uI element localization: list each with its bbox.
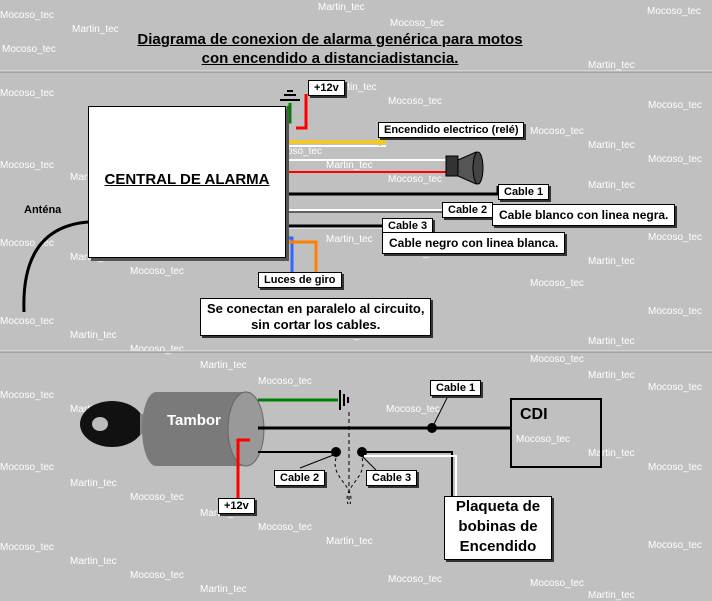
watermark: Martin_tec (588, 336, 635, 347)
note-line-2: sin cortar los cables. (251, 317, 381, 332)
watermark: Mocoso_tec (0, 160, 54, 171)
watermark: Mocoso_tec (648, 540, 702, 551)
watermark: Mocoso_tec (2, 44, 56, 55)
cable-2-description: Cable blanco con linea negra. (492, 204, 676, 226)
watermark: Martin_tec (588, 140, 635, 151)
watermark: Martin_tec (588, 60, 635, 71)
watermark: Martin_tec (200, 584, 247, 595)
cdi-label: CDI (520, 406, 548, 423)
watermark: Martin_tec (588, 256, 635, 267)
red-12v-wire (296, 94, 308, 130)
watermark: Martin_tec (72, 24, 119, 35)
watermark: Mocoso_tec (0, 238, 54, 249)
red-tambor-wire (236, 438, 250, 498)
watermark: Mocoso_tec (0, 462, 54, 473)
luces-de-giro-label: Luces de giro (258, 272, 342, 288)
watermark: Mocoso_tec (648, 232, 702, 243)
cdi-box: CDI (510, 398, 602, 468)
cable-2-top-label: Cable 2 (442, 202, 494, 218)
watermark: Mocoso_tec (0, 542, 54, 553)
title-line-2: con encendido a distanciadistancia. (201, 50, 459, 67)
dashed-link-2 (346, 457, 364, 505)
central-label: CENTRAL DE ALARMA (104, 171, 270, 188)
watermark: Mocoso_tec (130, 344, 184, 355)
watermark: Mocoso_tec (130, 266, 184, 277)
plaqueta-line-1: Plaqueta de (455, 498, 541, 515)
plus12-bottom-label: +12v (218, 498, 255, 514)
blue-turn-wire (284, 236, 294, 272)
watermark: Mocoso_tec (388, 574, 442, 585)
watermark: Mocoso_tec (0, 88, 54, 99)
watermark: Mocoso_tec (386, 404, 440, 415)
watermark: Martin_tec (588, 590, 635, 601)
watermark: Martin_tec (70, 556, 117, 567)
cable-3-bottom-label: Cable 3 (366, 470, 418, 486)
watermark: Martin_tec (588, 370, 635, 381)
cable-1-bottom-label: Cable 1 (430, 380, 482, 396)
plaqueta-line-3: Encendido (459, 538, 537, 555)
watermark: Mocoso_tec (130, 570, 184, 581)
watermark: Mocoso_tec (388, 174, 442, 185)
watermark: Mocoso_tec (648, 154, 702, 165)
watermark: Mocoso_tec (530, 578, 584, 589)
cable-3-description: Cable negro con linea blanca. (382, 232, 566, 254)
cable-1-wire (284, 186, 500, 196)
watermark: Mocoso_tec (516, 434, 570, 445)
tambor-label: Tambor (167, 412, 221, 429)
dashed-link-1 (334, 457, 352, 505)
antenna-label: Anténa (24, 204, 62, 216)
watermark: Martin_tec (588, 448, 635, 459)
central-alarma-box: CENTRAL DE ALARMA (88, 106, 286, 258)
watermark: Mocoso_tec (648, 462, 702, 473)
encendido-label: Encendido electrico (relé) (378, 122, 525, 138)
cable-2-bottom-label: Cable 2 (274, 470, 326, 486)
watermark: Mocoso_tec (388, 96, 442, 107)
watermark: Mocoso_tec (530, 354, 584, 365)
watermark: Mocoso_tec (530, 126, 584, 137)
watermark: Martin_tec (326, 536, 373, 547)
ground-icon-bottom (339, 390, 349, 410)
watermark: Martin_tec (70, 330, 117, 341)
watermark: Mocoso_tec (530, 278, 584, 289)
plus12-top-label: +12v (308, 80, 345, 96)
plaqueta-box: Plaqueta de bobinas de Encendido (444, 496, 552, 560)
page-title: Diagrama de conexion de alarma genérica … (100, 30, 560, 68)
watermark: Martin_tec (70, 478, 117, 489)
green-ground-wire (286, 103, 292, 124)
plaqueta-line-2: bobinas de (458, 518, 538, 535)
watermark: Mocoso_tec (648, 306, 702, 317)
siren-icon (445, 151, 484, 185)
watermark: Martin_tec (588, 180, 635, 191)
plaqueta-wire (362, 451, 453, 496)
watermark: Martin_tec (200, 360, 247, 371)
watermark: Mocoso_tec (0, 316, 54, 327)
watermark: Mocoso_tec (648, 100, 702, 111)
watermark: Mocoso_tec (648, 382, 702, 393)
watermark: Mocoso_tec (647, 6, 701, 17)
watermark: Mocoso_tec (0, 390, 54, 401)
note-line-1: Se conectan en paralelo al circuito, (207, 301, 425, 316)
watermark: Martin_tec (326, 160, 373, 171)
antenna-wire (22, 220, 89, 313)
watermark: Mocoso_tec (390, 18, 444, 29)
orange-turn-wire (286, 240, 318, 272)
watermark: Mocoso_tec (258, 376, 312, 387)
watermark: Mocoso_tec (268, 146, 322, 157)
watermark: Martin_tec (330, 82, 377, 93)
watermark: Mocoso_tec (0, 10, 54, 21)
watermark: Mocoso_tec (130, 492, 184, 503)
watermark: Martin_tec (318, 2, 365, 13)
title-line-1: Diagrama de conexion de alarma genérica … (137, 31, 523, 48)
ground-icon-top (280, 90, 300, 101)
tambor-icon (142, 391, 265, 467)
watermark: Martin_tec (326, 234, 373, 245)
cable-1-top-label: Cable 1 (498, 184, 550, 200)
watermark: Mocoso_tec (258, 522, 312, 533)
parallel-note: Se conectan en paralelo al circuito, sin… (200, 298, 432, 336)
